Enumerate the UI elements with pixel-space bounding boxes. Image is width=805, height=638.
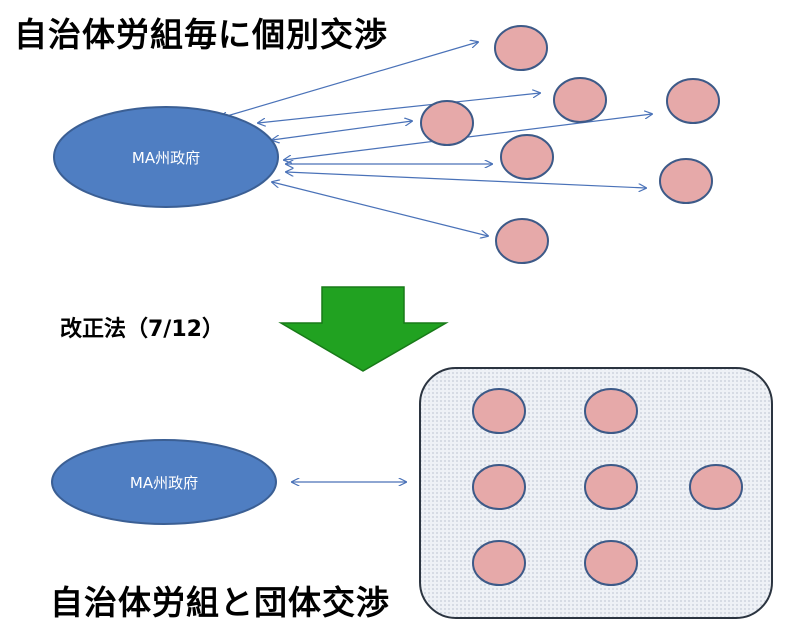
government-label: MA州政府 xyxy=(130,474,198,492)
union-node xyxy=(420,100,474,146)
union-node xyxy=(666,78,720,124)
top-government-node: MA州政府 xyxy=(53,106,279,208)
union-node xyxy=(584,464,638,510)
law-label: 改正法（7/12） xyxy=(60,317,224,342)
union-node xyxy=(659,158,713,204)
negotiation-arrow xyxy=(258,93,540,123)
negotiation-arrow xyxy=(286,172,646,188)
union-node xyxy=(553,77,607,123)
bottom-title: 自治体労組と団体交渉 xyxy=(50,583,390,622)
union-node xyxy=(584,540,638,586)
union-node xyxy=(495,218,549,264)
bottom-government-node: MA州政府 xyxy=(51,439,277,525)
union-node xyxy=(500,134,554,180)
union-node xyxy=(472,540,526,586)
union-node xyxy=(472,464,526,510)
negotiation-arrow xyxy=(272,182,488,236)
down-arrow xyxy=(278,286,449,372)
union-node xyxy=(494,25,548,71)
government-label: MA州政府 xyxy=(132,149,200,167)
union-node xyxy=(689,464,743,510)
individual-union-nodes xyxy=(420,25,720,264)
negotiation-arrow xyxy=(272,121,412,140)
union-node xyxy=(584,388,638,434)
union-node xyxy=(472,388,526,434)
grouped-union-nodes xyxy=(472,388,743,586)
